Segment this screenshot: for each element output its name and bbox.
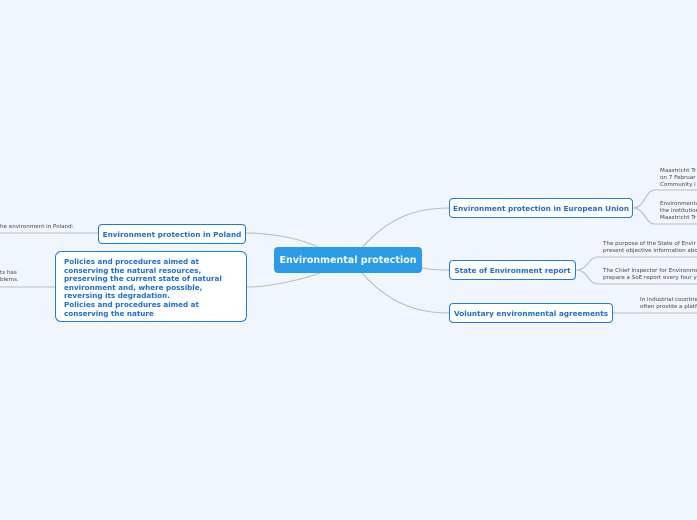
link-voluntary: [361, 272, 450, 314]
link-poland: [245, 232, 321, 249]
leaf-line: The Chief Inspector for Environme: [603, 268, 697, 274]
policies-text-2: Policies and procedures aimed at conserv…: [64, 299, 199, 318]
leaf-voluntary-1[interactable]: In industrial countrie often provide a p…: [640, 297, 697, 311]
leaf-line: ts has: [0, 270, 17, 276]
leaf-eu-2[interactable]: Environmenta the institution Maastricht …: [660, 201, 697, 221]
leaf-line: often provide a platf: [640, 303, 697, 310]
leaf-line: blems.: [0, 276, 19, 283]
link-policies: [246, 272, 321, 288]
leaf-line: prepare a SoE report every four y: [603, 274, 697, 281]
topic-poland[interactable]: Environment protection in Poland: [98, 224, 246, 244]
leaf-line: Maastricht Tr: [660, 214, 697, 221]
leaf-line: the institution: [660, 207, 697, 214]
leaf-line: In industrial countrie: [640, 297, 697, 303]
leaf-line: present objective information abo: [603, 247, 697, 254]
leaf-line: Environmenta: [660, 201, 697, 207]
central-topic[interactable]: Environmental protection: [274, 247, 422, 273]
leaf-line: Maastricht Tr: [660, 168, 697, 174]
leaf-line: The purpose of the State of Envir: [603, 241, 696, 247]
policies-text: Policies and procedures aimed at conserv…: [64, 257, 222, 301]
leaf-line: Community i: [660, 181, 696, 188]
leaf-poland-1[interactable]: he environment in Poland:: [0, 224, 73, 231]
topic-policies[interactable]: Policies and procedures aimed at conserv…: [55, 251, 247, 322]
topic-voluntary-agreements[interactable]: Voluntary environmental agreements: [449, 303, 613, 323]
link-eu-leaf2: [632, 207, 697, 225]
leaf-soe-1[interactable]: The purpose of the State of Envir presen…: [603, 241, 697, 255]
leaf-policies-1[interactable]: ts has blems.: [0, 270, 20, 284]
link-soe-leaf2: [575, 269, 697, 285]
topic-soe-report[interactable]: State of Environment report: [449, 260, 576, 280]
leaf-soe-2[interactable]: The Chief Inspector for Environme prepar…: [603, 268, 697, 282]
link-eu-leaf1: [632, 189, 697, 209]
topic-eu[interactable]: Environment protection in European Union: [449, 198, 633, 218]
link-eu: [361, 207, 450, 249]
link-soe: [421, 267, 450, 271]
leaf-eu-1[interactable]: Maastricht Tr on 7 Februar Community i: [660, 168, 697, 188]
leaf-line: on 7 Februar: [660, 174, 696, 181]
link-soe-leaf1: [575, 256, 697, 271]
leaf-line: he environment in Poland:: [0, 224, 73, 230]
